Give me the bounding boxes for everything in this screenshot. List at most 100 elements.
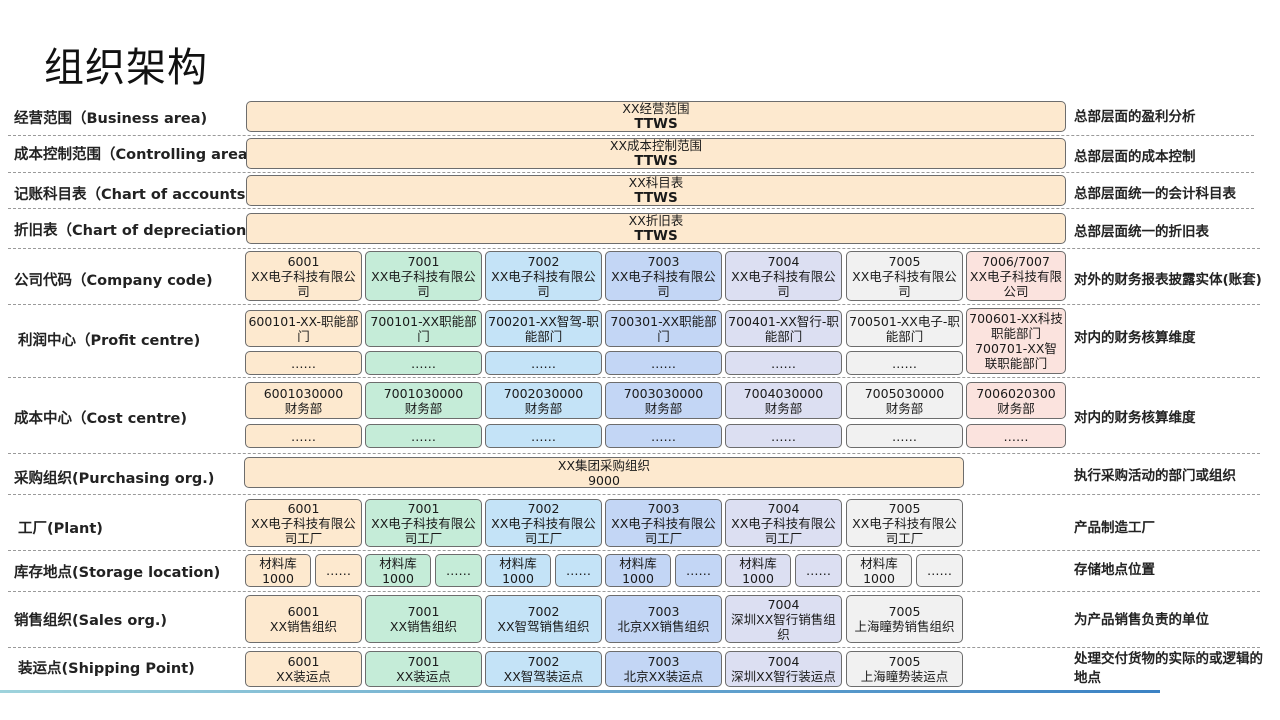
box-more: …… [651,355,676,371]
box-more: …… [806,563,831,578]
box-name: 财务部 [644,400,683,416]
profit-centre-box: 700301-XX职能部门 [605,310,722,347]
box-name: 材料库 [379,555,417,571]
box-name: 深圳XX智行装运点 [731,669,836,684]
profit-centre-more-box: …… [846,351,963,375]
box-name: 北京XX销售组织 [617,619,710,634]
box-code: 7003 [647,654,680,669]
box-name: XX电子科技有限公司工厂 [491,515,596,546]
box-code: 7003 [647,253,680,269]
profit-centre-more-box: …… [485,351,602,375]
box-name: XX智驾装运点 [503,669,584,684]
box-code: 7003030000 [623,385,704,401]
box-name: 700201-XX智驾-职能部门 [488,313,599,344]
page-title: 组织架构 [44,45,208,91]
box-more: …… [686,563,711,578]
note-company-code: 对外的财务报表披露实体(账套) [1074,271,1262,288]
profit-centre-more-box: …… [245,351,362,375]
box-name: XX电子科技有限公司工厂 [731,515,836,546]
box-code: 1000 [742,570,774,586]
box-line-name: XX经营范围 [622,101,690,116]
label-chart-of-accounts: 记账科目表（Chart of accounts) [14,186,252,203]
box-name: 财务部 [284,400,323,416]
row-separator [8,647,1260,648]
label-purchasing-org: 采购组织(Purchasing org.) [14,470,215,487]
box-code: 7004 [767,253,800,269]
profit-centre-more-box: …… [725,351,842,375]
box-line-name: XX科目表 [628,175,684,190]
box-name: 财务部 [997,400,1035,416]
label-chart-of-depreciation: 折旧表（Chart of depreciation) [14,222,253,239]
box-name: 材料库 [739,555,777,571]
box-name: XX销售组织 [389,619,458,634]
business-area-box: XX经营范围 TTWS [246,101,1066,132]
box-more: …… [771,428,796,444]
box-code: 7001 [407,604,440,619]
box-code: 1000 [863,570,895,586]
storage-location-more-box: …… [675,554,722,587]
box-code: 7002 [527,253,560,269]
box-code: 7001 [407,253,440,269]
box-line-name: XX折旧表 [628,213,684,228]
box-name: XX电子科技有限公司工厂 [251,515,356,546]
box-name: 上海瞳势装运点 [860,669,949,684]
box-line-name: XX集团采购组织 [557,457,651,473]
box-more: …… [892,428,917,444]
box-line-code: TTWS [634,228,678,244]
note-cost-centre: 对内的财务核算维度 [1074,409,1196,426]
box-more: …… [1003,428,1029,444]
profit-centre-more-box: …… [365,351,482,375]
box-name: XX装运点 [276,669,331,684]
label-storage-location: 库存地点(Storage location) [14,564,221,581]
box-more: …… [531,355,556,371]
storage-location-more-box: …… [916,554,963,587]
box-line-code: TTWS [634,190,678,206]
note-sales-org: 为产品销售负责的单位 [1074,611,1209,628]
label-business-area: 经营范围（Business area) [14,110,208,127]
box-more: …… [326,563,351,578]
box-line-name: XX成本控制范围 [609,138,703,153]
box-name: 700401-XX智行-职能部门 [728,313,839,344]
cost-centre-more-box: …… [966,424,1066,448]
box-code: 1000 [622,570,654,586]
box-code: 7004 [767,596,800,612]
box-name: XX电子科技有限公司 [731,268,836,299]
label-sales-org: 销售组织(Sales org.) [14,612,167,629]
box-code: 7006/7007 [982,253,1050,269]
note-business-area: 总部层面的盈利分析 [1074,108,1196,125]
box-code: 7005030000 [864,385,945,401]
box-name: 北京XX装运点 [623,669,704,684]
box-name: XX销售组织 [269,619,338,634]
box-name: 材料库 [860,555,898,571]
box-code: 7002 [527,604,560,619]
profit-centre-box: 700501-XX电子-职能部门 [846,310,963,347]
row-separator [8,304,1260,305]
box-more: …… [892,355,917,371]
box-line-code: 9000 [588,472,620,488]
cost-centre-more-box: …… [485,424,602,448]
box-name: 600101-XX-职能部门 [248,313,359,344]
label-plant: 工厂(Plant) [18,520,103,537]
box-code: 7004 [767,654,800,669]
label-shipping-point: 装运点(Shipping Point) [18,660,195,677]
profit-centre-box: 700601-XX科技职能部门 700701-XX智联职能部门 [966,308,1066,374]
box-more: …… [291,428,316,444]
box-line-code: TTWS [634,116,678,132]
row-separator [8,172,1254,173]
box-code: 7003 [647,604,680,619]
